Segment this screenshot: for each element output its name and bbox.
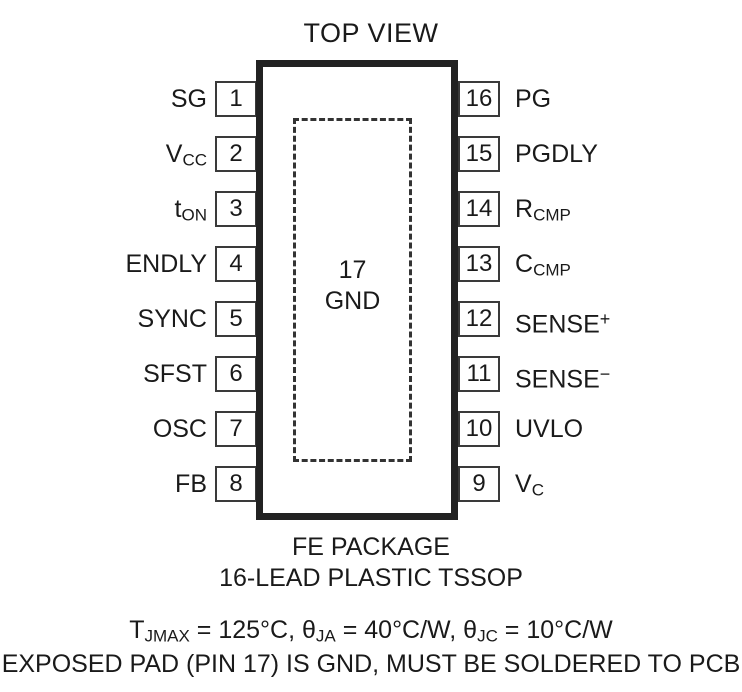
pin-box-12: 12	[458, 301, 500, 337]
pin-box-10: 10	[458, 411, 500, 447]
pin-box-4: 4	[215, 246, 257, 282]
pin-label-subscript: ON	[181, 205, 208, 225]
pin-box-8: 8	[215, 466, 257, 502]
pin-label-4: ENDLY	[125, 250, 207, 278]
thermal-specs: TJMAX = 125°C, θJA = 40°C/W, θJC = 10°C/…	[129, 616, 613, 646]
pin-label-subscript: CMP	[533, 260, 571, 280]
package-name: FE PACKAGE	[292, 533, 450, 561]
pin-label-subscript: CC	[182, 150, 207, 170]
package-body-outline	[256, 60, 458, 520]
pin-box-6: 6	[215, 356, 257, 392]
pin-label-16: PG	[515, 85, 552, 113]
pin-label-11: SENSE−	[515, 364, 611, 394]
pin-label-14: RCMP	[515, 195, 571, 225]
exposed-pad-text: 17 GND	[293, 255, 412, 317]
pin-box-9: 9	[458, 466, 500, 502]
theta-jc-subscript: JC	[477, 626, 498, 646]
pin-label-subscript: C	[531, 480, 544, 500]
tjmax-subscript: JMAX	[144, 626, 190, 646]
pin-box-11: 11	[458, 356, 500, 392]
pin-label-5: SYNC	[137, 305, 207, 333]
pin-box-7: 7	[215, 411, 257, 447]
pin-label-15: PGDLY	[515, 140, 598, 168]
pin-box-13: 13	[458, 246, 500, 282]
theta-ja-subscript: JA	[315, 626, 336, 646]
pin-label-7: OSC	[152, 415, 207, 443]
exposed-pad-outline	[293, 118, 412, 462]
pin-label-8: FB	[175, 470, 207, 498]
pin-label-13: CCMP	[515, 250, 571, 280]
pin-box-1: 1	[215, 81, 257, 117]
pin-box-2: 2	[215, 136, 257, 172]
pin-label-superscript: +	[599, 309, 611, 329]
package-lead-count: 16-LEAD PLASTIC TSSOP	[219, 564, 523, 592]
exposed-pad-pin-number: 17	[338, 256, 367, 284]
pin-box-5: 5	[215, 301, 257, 337]
pin-label-10: UVLO	[515, 415, 584, 443]
pin-label-9: VC	[515, 470, 544, 500]
pin-label-12: SENSE+	[515, 309, 611, 339]
pin-label-1: SG	[170, 85, 207, 113]
exposed-pad-note: EXPOSED PAD (PIN 17) IS GND, MUST BE SOL…	[1, 650, 741, 678]
pin-label-superscript: −	[599, 364, 611, 384]
pin-box-16: 16	[458, 81, 500, 117]
pin-label-subscript: CMP	[533, 205, 571, 225]
pin-label-2: VCC	[165, 140, 207, 170]
page-title: TOP VIEW	[303, 18, 439, 48]
pin-box-14: 14	[458, 191, 500, 227]
pin-box-3: 3	[215, 191, 257, 227]
exposed-pad-label: GND	[324, 287, 381, 315]
pin-label-3: tON	[174, 195, 208, 225]
pin-box-15: 15	[458, 136, 500, 172]
pin-label-6: SFST	[143, 360, 207, 388]
